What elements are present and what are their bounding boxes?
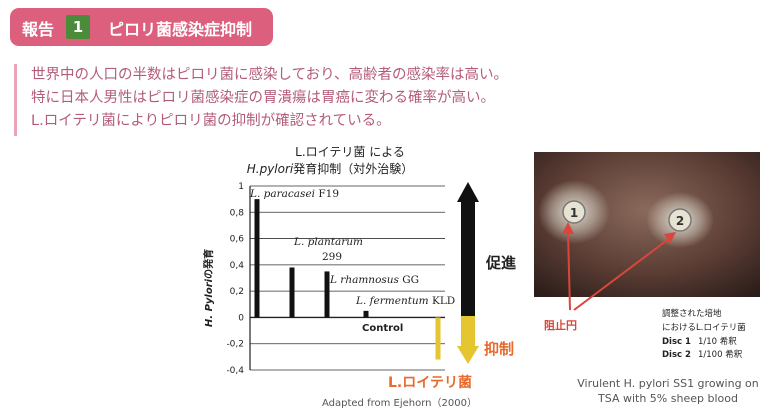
bar-label-plain: F19 bbox=[315, 188, 339, 200]
bar-labels: L. paracasei F19 L. plantarum L rhamnosus … bbox=[249, 188, 455, 307]
bar-label-italic: L. plantarum bbox=[293, 236, 363, 248]
y-tick-label: 0,2 bbox=[230, 287, 244, 297]
chart-title-italic: H.pylori bbox=[247, 162, 294, 176]
inhibit-zone-label: 阻止円 bbox=[544, 318, 577, 332]
source-label: Adapted from Ejehorn（2000） bbox=[322, 397, 477, 409]
inhibit-zone-pointer bbox=[562, 222, 676, 311]
y-tick-labels: 1 0,8 0,6 0,4 0,2 0 -0,2 -0,4 bbox=[226, 182, 244, 376]
bar-3 bbox=[324, 271, 330, 318]
y-tick-label: 0,8 bbox=[230, 208, 245, 218]
report-label: 報告 bbox=[22, 20, 55, 39]
growth-inhibition-chart: L.ロイテリ菌 による H.pylori発育抑制（対外治験） H. Pylori… bbox=[202, 145, 517, 409]
agar-plate-photo: 1 2 阻止円 調整された培地 におけるL.ロイテリ菌 Disc 1 1/10 … bbox=[534, 152, 760, 360]
y-tick-label: -0,2 bbox=[226, 340, 244, 350]
intro-line-1: 世界中の人口の半数はピロリ菌に感染しており、高齢者の感染率は高い。 bbox=[31, 67, 509, 83]
inhibit-arrow-shaft bbox=[461, 316, 475, 346]
bar-label-italic: L. fermentum bbox=[355, 295, 429, 307]
bar-label-2: L. plantarum bbox=[293, 236, 363, 248]
chart-title-line-2: H.pylori発育抑制（対外治験） bbox=[247, 161, 414, 176]
bar-label-1: L. paracasei F19 bbox=[249, 188, 339, 200]
promote-arrow-head bbox=[457, 182, 479, 202]
bar-label-4: L. fermentum KLD bbox=[355, 295, 455, 307]
pointer-line-disc-1 bbox=[567, 231, 571, 311]
legend-title-line-2: におけるL.ロイテリ菌 bbox=[662, 322, 746, 333]
photo-legend: 調整された培地 におけるL.ロイテリ菌 Disc 1 1/10 希釈 Disc … bbox=[662, 308, 746, 360]
photo-caption-line-1: Virulent H. pylori SS1 growing on bbox=[577, 377, 759, 390]
legend-disc-1-label: Disc 1 bbox=[662, 337, 691, 347]
y-tick-label: -0,4 bbox=[226, 366, 244, 376]
bars bbox=[254, 199, 441, 360]
y-tick-label: 0,6 bbox=[230, 235, 245, 245]
reuteri-label: L.ロイテリ菌 bbox=[388, 374, 472, 391]
inhibit-arrow bbox=[457, 316, 479, 364]
y-axis-label-rest: の発育 bbox=[202, 249, 215, 279]
y-axis-label: H. Pyloriの発育 bbox=[202, 249, 215, 327]
report-header: 報告 1 ピロリ菌感染症抑制 bbox=[10, 8, 273, 46]
y-tick-label: 1 bbox=[238, 182, 244, 192]
promote-arrow bbox=[457, 182, 479, 316]
legend-title-line-1: 調整された培地 bbox=[662, 308, 722, 319]
intro-line-2: 特に日本人男性はピロリ菌感染症の胃潰瘍は胃癌に変わる確率が高い。 bbox=[31, 90, 495, 106]
bar-label-plain: KLD bbox=[429, 295, 456, 307]
bar-label-italic: L rhamnosus bbox=[329, 274, 400, 286]
bar-4 bbox=[363, 310, 369, 318]
promote-label: 促進 bbox=[485, 254, 517, 272]
pointer-line-disc-2 bbox=[573, 237, 671, 311]
promote-arrow-shaft bbox=[461, 202, 475, 316]
pointer-head-disc-2 bbox=[664, 232, 676, 244]
intro-text-block: 世界中の人口の半数はピロリ菌に感染しており、高齢者の感染率は高い。 特に日本人男… bbox=[14, 64, 617, 136]
y-tick-label: 0,4 bbox=[230, 261, 245, 271]
disc-2-mark: 2 bbox=[676, 214, 684, 228]
y-axis-label-italic: H. Pylori bbox=[204, 278, 215, 327]
chart-title-line-1: L.ロイテリ菌 による bbox=[295, 145, 405, 159]
bar-label-3: L rhamnosus GG bbox=[329, 274, 419, 286]
control-label: Control bbox=[362, 323, 403, 334]
gridlines bbox=[250, 185, 445, 371]
chart-title: L.ロイテリ菌 による H.pylori発育抑制（対外治験） bbox=[247, 145, 414, 176]
bar-1 bbox=[254, 199, 260, 318]
intro-line-3: L.ロイテリ菌によりピロリ菌の抑制が確認されている。 bbox=[31, 113, 391, 129]
y-tick-label: 0 bbox=[238, 313, 244, 323]
disc-1 bbox=[562, 200, 586, 224]
legend-disc-1-value: 1/10 希釈 bbox=[698, 336, 737, 347]
pointer-head-disc-1 bbox=[562, 222, 574, 234]
chart-title-rest: 発育抑制（対外治験） bbox=[293, 161, 413, 176]
disc-1-mark: 1 bbox=[570, 206, 578, 220]
inhibit-label: 抑制 bbox=[484, 340, 514, 358]
disc-2 bbox=[668, 208, 692, 232]
bar-2 bbox=[289, 267, 295, 318]
bar-reuteri bbox=[435, 317, 441, 360]
report-number-badge: 1 bbox=[66, 15, 90, 39]
legend-disc-2-label: Disc 2 bbox=[662, 350, 691, 360]
bar-label-plain: GG bbox=[399, 274, 419, 286]
bar-label-italic: L. paracasei bbox=[249, 188, 315, 200]
photo-caption-line-2: TSA with 5% sheep blood bbox=[598, 392, 738, 405]
bar-label-2-extra: 299 bbox=[322, 251, 342, 263]
photo-caption: Virulent H. pylori SS1 growing on TSA wi… bbox=[573, 376, 763, 406]
report-title: ピロリ菌感染症抑制 bbox=[108, 20, 253, 39]
legend-disc-2-value: 1/100 希釈 bbox=[698, 349, 743, 360]
inhibit-arrow-head bbox=[457, 346, 479, 364]
